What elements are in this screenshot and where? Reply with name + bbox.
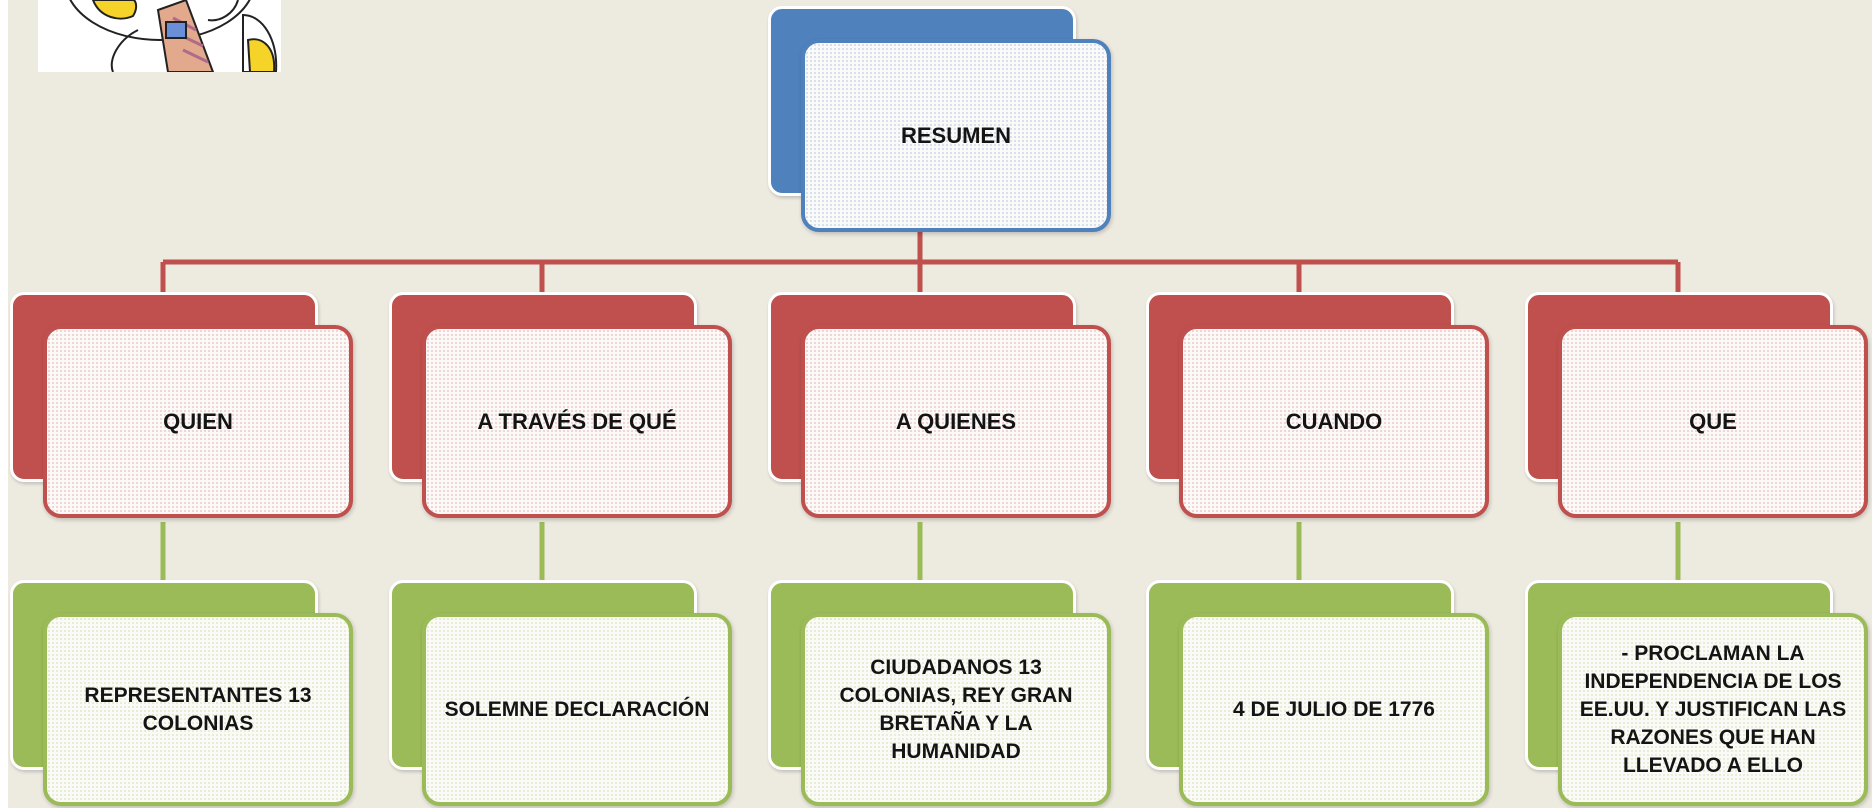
answer-node-label: REPRESENTANTES 13 COLONIAS [84,683,312,735]
answer-node-label: CIUDADANOS 13 COLONIAS, REY GRAN BRETAÑA… [839,655,1073,763]
answer-node-label: - PROCLAMAN LA INDEPENDENCIA DE LOS EE.U… [1579,641,1847,777]
answer-node-box: REPRESENTANTES 13 COLONIAS [43,613,353,806]
answer-node-label: 4 DE JULIO DE 1776 [1233,697,1435,721]
answer-node-box: 4 DE JULIO DE 1776 [1179,613,1489,806]
answer-node-label: SOLEMNE DECLARACIÓN [444,697,710,721]
question-node-label: CUANDO [1285,409,1383,434]
root-node-box: RESUMEN [801,39,1111,232]
question-node-box: QUIEN [43,325,353,518]
question-node-box: A TRAVÉS DE QUÉ [422,325,732,518]
question-node-box: QUE [1558,325,1868,518]
question-node-label: QUE [1689,409,1737,434]
answer-node-box: SOLEMNE DECLARACIÓN [422,613,732,806]
question-node-box: A QUIENES [801,325,1111,518]
question-node-box: CUANDO [1179,325,1489,518]
root-node-label: RESUMEN [900,123,1011,148]
question-node-label: A QUIENES [895,409,1017,434]
question-node-label: QUIEN [163,409,233,434]
answer-node-box: CIUDADANOS 13 COLONIAS, REY GRAN BRETAÑA… [801,613,1111,806]
cartoon-character-icon [38,0,281,72]
question-node-label: A TRAVÉS DE QUÉ [477,409,677,434]
answer-node-box: - PROCLAMAN LA INDEPENDENCIA DE LOS EE.U… [1558,613,1868,806]
